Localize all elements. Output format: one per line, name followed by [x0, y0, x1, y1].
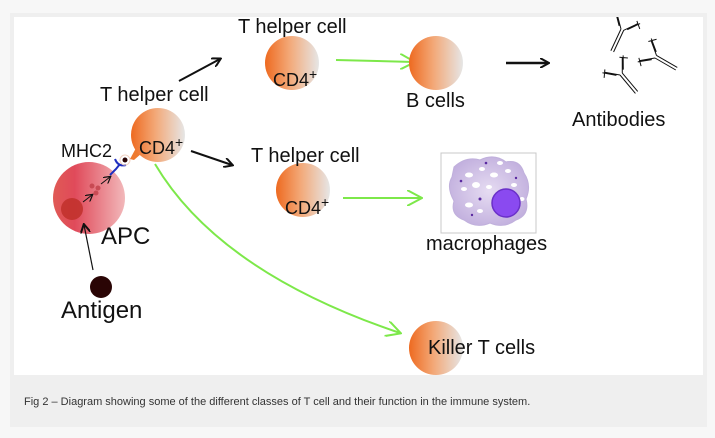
cd4-text: CD4: [285, 198, 322, 218]
t-helper-cell-mid: [276, 163, 330, 217]
macrophage-nucleus: [491, 188, 521, 218]
label-t-helper-top: T helper cell: [238, 16, 347, 38]
diagram-canvas: [53, 17, 678, 375]
apc-nucleus: [61, 198, 83, 220]
label-mhc2: MHC2: [61, 141, 113, 161]
label-antigen: Antigen: [61, 297, 143, 324]
macrophage-vacuoles: [461, 161, 525, 213]
antibody-icon: [602, 55, 639, 94]
b-cell: [409, 36, 463, 90]
diagram-figure: T helper cell CD4+ T helper cell CD4+ MH…: [14, 16, 703, 375]
antigen: [90, 276, 112, 298]
label-t-helper-main: T helper cell: [100, 84, 209, 106]
label-killer-t-cells: Killer T cells: [428, 337, 536, 359]
t-helper-cell-top: [265, 36, 319, 90]
arrow-to-mid-t-helper: [190, 150, 232, 165]
antibody-icon: [610, 17, 641, 53]
antigen-fragment: [122, 157, 128, 163]
superscript-plus: +: [309, 66, 318, 82]
label-cd4-top: CD4+: [273, 66, 317, 91]
apc-internal-arrow: [100, 177, 110, 185]
label-macrophages: macrophages: [426, 233, 548, 255]
green-arrow-to-killer-t: [154, 163, 400, 333]
label-antibodies: Antibodies: [572, 109, 666, 131]
t-helper-cell-main: [131, 108, 185, 162]
arrow-to-top-t-helper: [178, 59, 220, 82]
antibody-icon: [637, 38, 678, 71]
antigen-to-apc-arrow: [84, 225, 94, 271]
label-cd4-mid: CD4+: [285, 194, 329, 219]
label-b-cells: B cells: [406, 90, 465, 112]
apc-vesicle: [95, 185, 101, 191]
label-t-helper-mid: T helper cell: [251, 145, 360, 167]
superscript-plus: +: [175, 134, 184, 150]
macrophage-cell-icon: [448, 156, 530, 226]
label-apc: APC: [101, 223, 151, 250]
green-arrow-to-b-cells: [335, 60, 414, 62]
cd4-text: CD4: [273, 70, 310, 90]
cd4-text: CD4: [139, 138, 176, 158]
apc-internal-arrow: [82, 195, 92, 203]
antigen-fragment-ring: [119, 154, 131, 166]
superscript-plus: +: [321, 194, 330, 210]
label-cd4-main: CD4+: [139, 134, 183, 159]
killer-t-cell: [409, 321, 463, 375]
figure-caption: Fig 2 – Diagram showing some of the diff…: [24, 396, 531, 408]
apc-vesicle: [89, 183, 95, 189]
macrophage-granules: [459, 161, 518, 217]
apc-vesicle: [93, 190, 99, 196]
